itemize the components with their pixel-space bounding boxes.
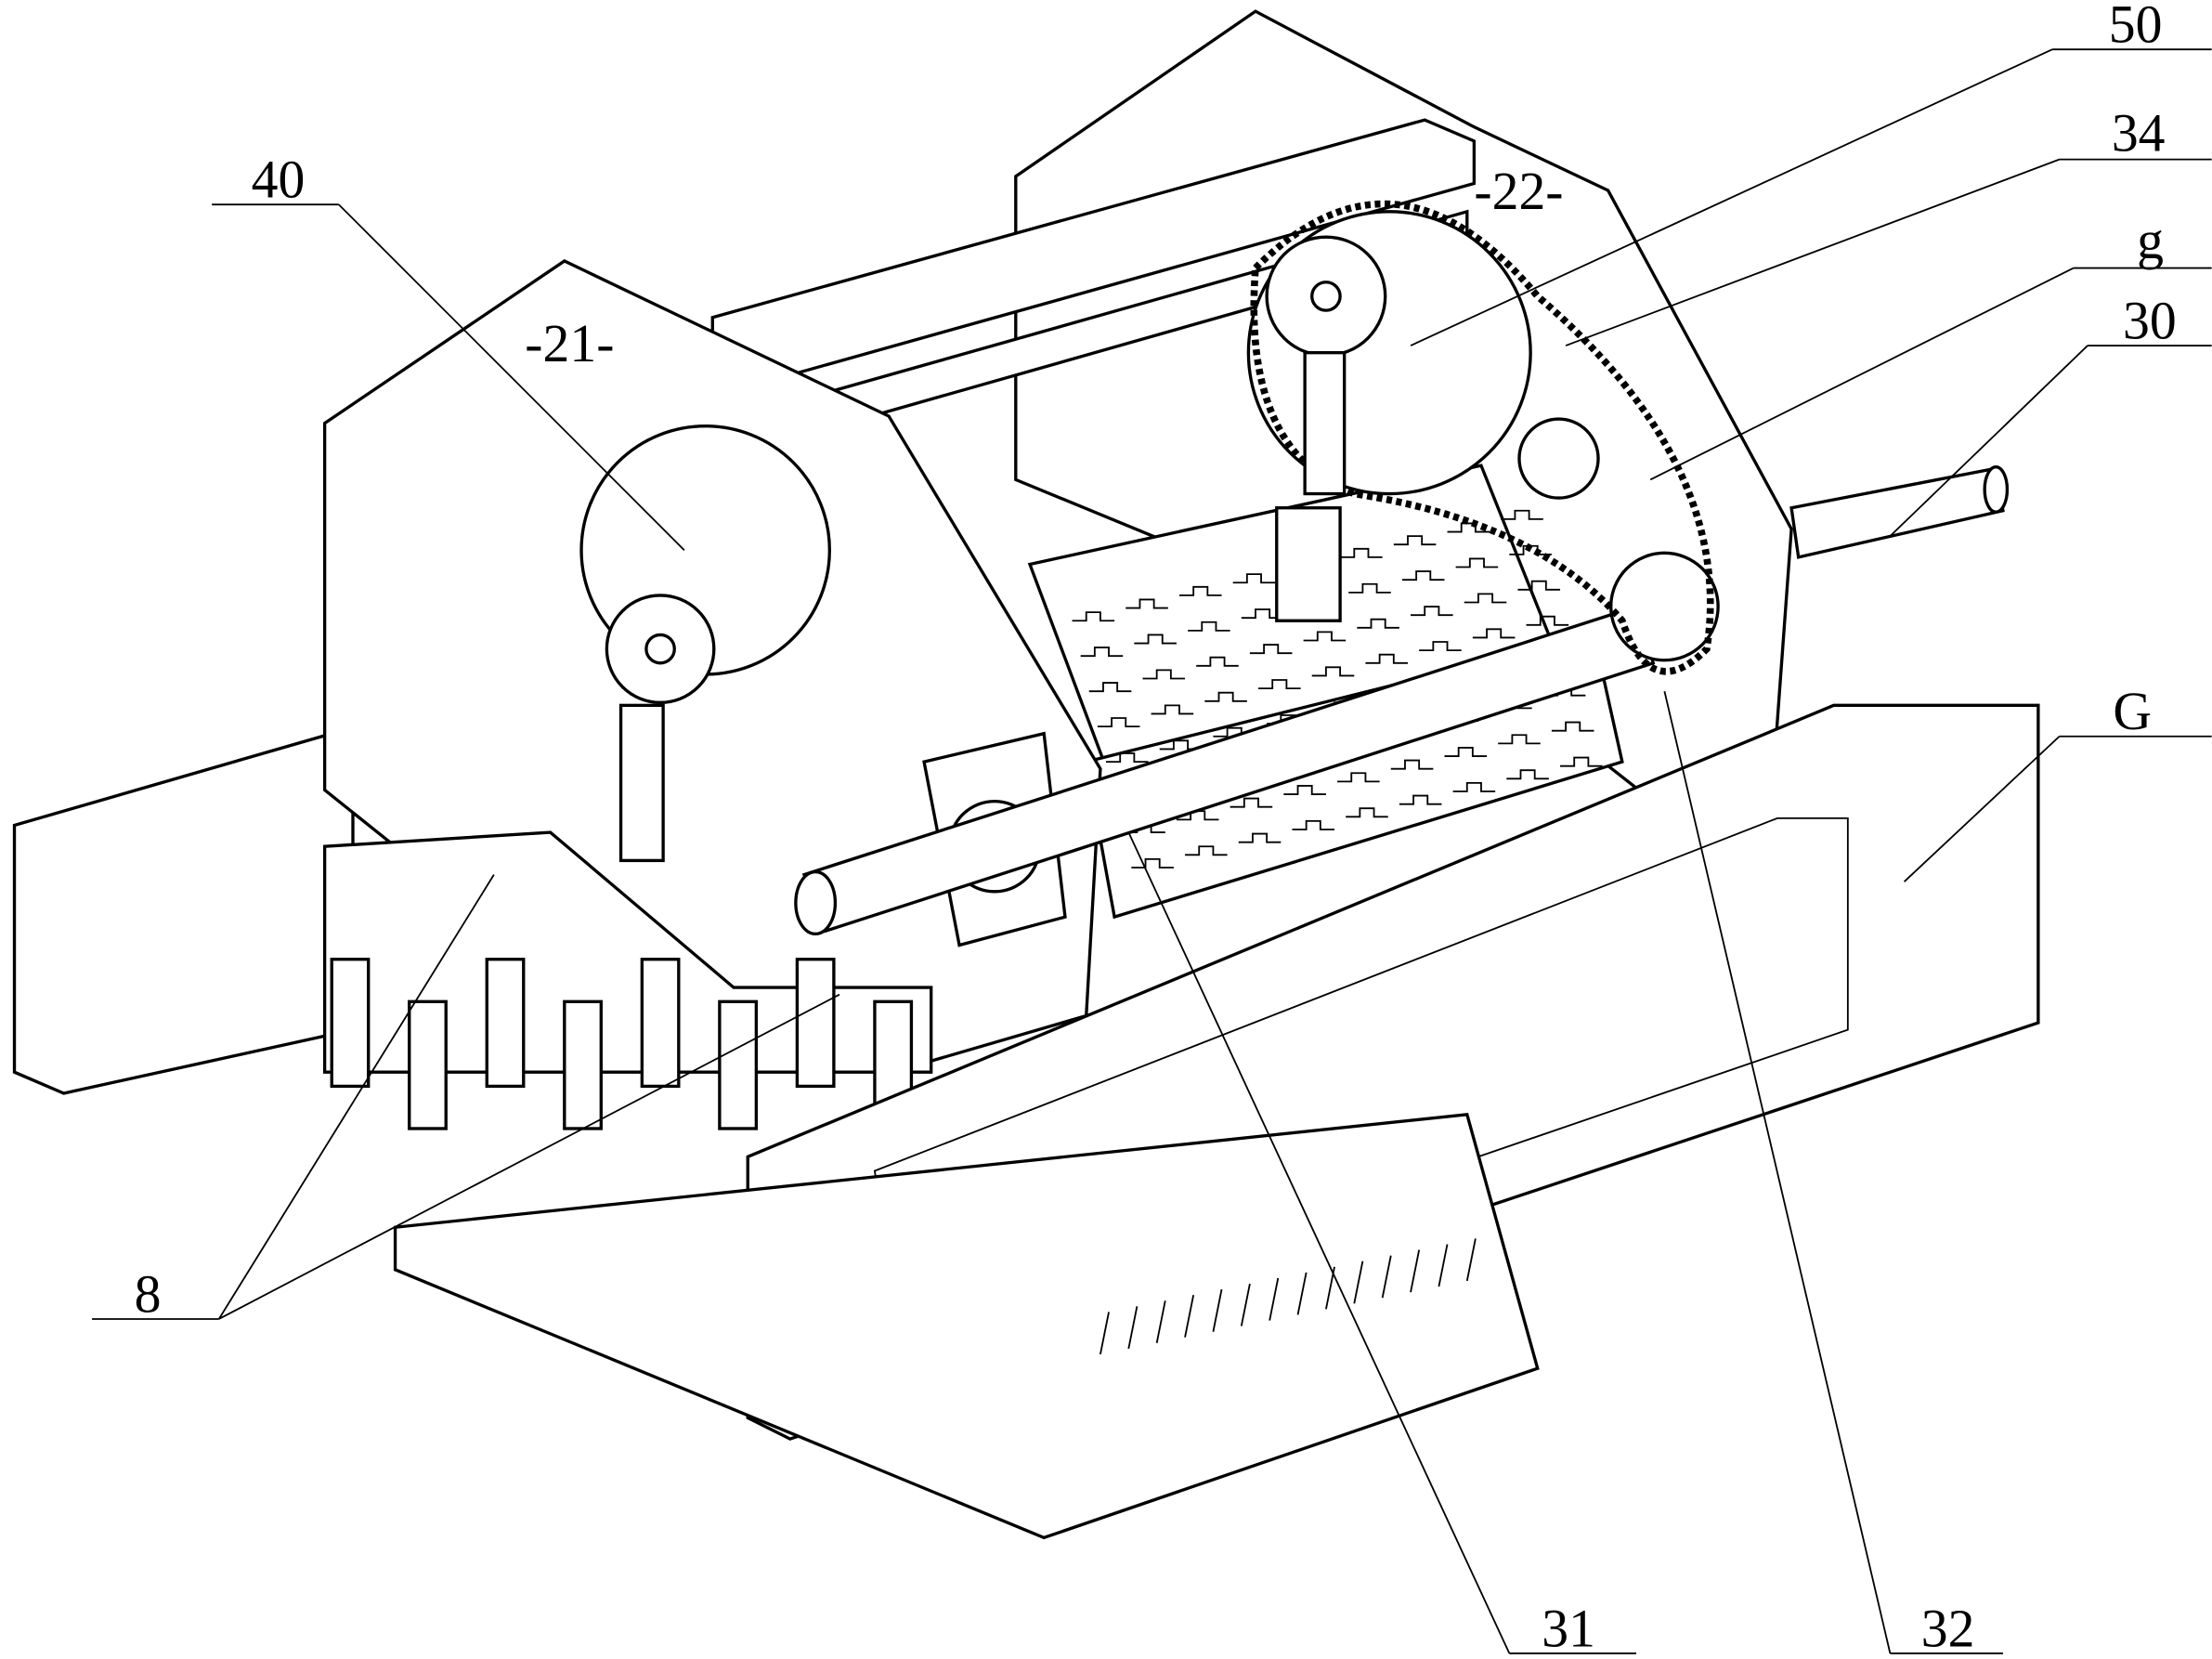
comb-tooth	[1196, 656, 1239, 667]
label-22: -22-	[1474, 163, 1563, 221]
label-21: -21-	[525, 315, 614, 373]
comb-tooth	[1303, 631, 1347, 642]
rail-finger	[1410, 1249, 1421, 1293]
comb-tooth	[1311, 666, 1355, 677]
front-comb-plate	[322, 830, 933, 1074]
comb-tooth	[1292, 819, 1335, 830]
gear-hub-center	[644, 633, 676, 665]
lower-rail	[393, 1112, 1540, 1540]
comb-finger	[718, 999, 759, 1130]
rail-finger	[1184, 1294, 1195, 1338]
main-shaft-end	[794, 869, 838, 936]
comb-finger	[795, 958, 836, 1089]
comb-tooth	[1560, 756, 1603, 767]
comb-tooth	[1249, 644, 1293, 655]
comb-tooth	[1088, 682, 1132, 693]
comb-tooth	[1131, 857, 1174, 869]
comb-tooth	[1357, 618, 1399, 629]
comb-tooth	[1452, 781, 1496, 792]
shaft-30	[1789, 466, 2005, 559]
rail-finger	[1240, 1283, 1251, 1326]
comb-finger	[485, 958, 526, 1089]
comb-tooth	[1346, 807, 1388, 818]
comb-tooth	[1517, 580, 1561, 591]
comb-tooth	[1241, 608, 1284, 620]
label-34: 34	[2112, 105, 2166, 163]
comb-tooth	[1230, 797, 1273, 808]
comb-tooth	[1464, 593, 1507, 604]
rail-finger	[1099, 1312, 1110, 1355]
comb-tooth	[1072, 611, 1115, 622]
rail-finger	[1127, 1306, 1139, 1350]
label-50: 50	[2109, 0, 2163, 55]
comb-tooth	[1134, 634, 1177, 645]
comb-tooth	[1401, 570, 1445, 581]
comb-tooth	[1447, 522, 1490, 533]
comb-tooth	[1080, 647, 1124, 658]
comb-tooth	[1390, 759, 1434, 770]
comb-tooth	[1238, 832, 1282, 843]
label-40: 40	[252, 151, 306, 210]
lower-sprocket	[1609, 551, 1720, 662]
comb-tooth	[1337, 772, 1380, 783]
comb-tooth	[1340, 547, 1383, 558]
rail-finger	[1155, 1300, 1166, 1343]
comb-tooth	[1472, 628, 1516, 639]
comb-tooth	[1498, 734, 1541, 745]
comb-tooth	[1393, 535, 1437, 546]
comb-tooth	[1348, 582, 1391, 594]
comb-tooth	[1142, 669, 1186, 680]
label-g: g	[2137, 212, 2164, 270]
lower-rail-fingers	[1099, 1238, 1477, 1355]
rail-finger	[1438, 1244, 1449, 1287]
comb-tooth	[1185, 845, 1228, 856]
idler-sprocket-g	[1517, 417, 1600, 500]
comb-tooth	[1444, 747, 1488, 757]
rail-finger	[1212, 1288, 1223, 1332]
comb-tooth	[1188, 620, 1230, 632]
comb-tooth	[1106, 752, 1149, 764]
comb-tooth	[1097, 717, 1140, 728]
connecting-rod-rear	[1303, 351, 1347, 496]
comb-finger	[408, 999, 448, 1130]
comb-tooth	[1411, 606, 1453, 617]
label-32: 32	[1921, 1600, 1975, 1658]
rail-finger	[1465, 1238, 1477, 1282]
comb-tooth	[1526, 615, 1569, 626]
comb-tooth	[1551, 721, 1594, 732]
comb-finger	[330, 958, 371, 1089]
label-31: 31	[1542, 1600, 1595, 1658]
rail-finger	[1353, 1261, 1364, 1304]
leader-lines	[92, 48, 2212, 1654]
comb-tooth	[1232, 573, 1276, 584]
rear-crank-center	[1310, 281, 1342, 312]
label-G: G	[2113, 683, 2152, 741]
shaft-30-end	[1983, 465, 2010, 514]
comb-finger	[640, 958, 681, 1089]
rail-finger	[1296, 1272, 1308, 1315]
label-30: 30	[2123, 292, 2177, 350]
comb-tooth	[1126, 598, 1168, 609]
rail-finger	[1269, 1277, 1280, 1321]
left-end-beam	[12, 731, 355, 1095]
label-8: 8	[135, 1265, 162, 1324]
comb-tooth	[1419, 641, 1462, 652]
rear-rod-block	[1275, 506, 1342, 622]
comb-tooth	[1258, 679, 1301, 690]
comb-tooth	[1178, 585, 1222, 596]
rail-finger	[1381, 1255, 1392, 1299]
comb-tooth	[1506, 769, 1549, 780]
comb-tooth	[1204, 691, 1247, 702]
comb-tooth	[1455, 557, 1499, 568]
comb-tooth	[1501, 509, 1543, 520]
comb-tooth	[1151, 704, 1194, 715]
comb-tooth	[1365, 653, 1409, 664]
connecting-rod-front	[618, 703, 665, 863]
comb-tooth	[1283, 785, 1326, 795]
comb-finger	[563, 999, 603, 1130]
comb-tooth	[1399, 794, 1442, 805]
